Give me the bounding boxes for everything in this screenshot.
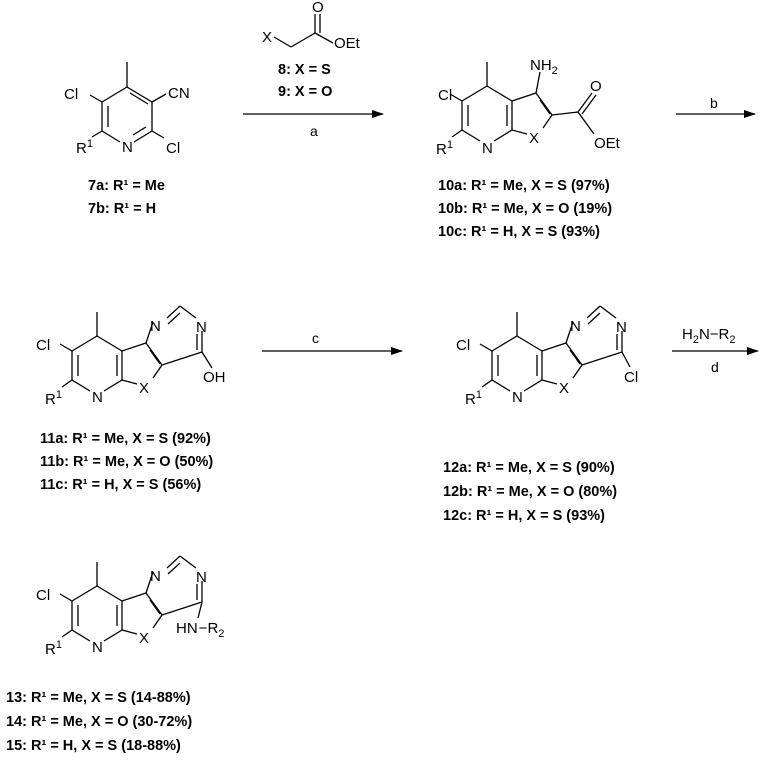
compound-10a-label: 10a: R¹ = Me, X = S (97%) xyxy=(438,178,610,194)
reagent-oet-label: OEt xyxy=(334,35,361,52)
reagent-8-label: 8: X = S xyxy=(278,62,331,78)
compound-11-structure: Cl N N OH N X R1 xyxy=(36,305,226,408)
c12-chloro-label: Cl xyxy=(456,337,470,354)
c11-chloro-label: Cl xyxy=(36,337,50,354)
c13-r1-label: R1 xyxy=(45,639,62,658)
compound-14-label: 14: R¹ = Me, X = O (30-72%) xyxy=(6,714,192,730)
c12-pyrimidine-n1-label: N xyxy=(570,318,581,335)
reagent-ester-structure: X O OEt xyxy=(262,0,361,52)
compound-11c-label: 11c: R¹ = H, X = S (56%) xyxy=(40,477,201,493)
c10-amino-label: NH2 xyxy=(530,57,558,77)
cyano-label: CN xyxy=(168,85,190,102)
c10-r1-label: R1 xyxy=(436,139,453,158)
c12-ring-nitrogen-label: N xyxy=(512,389,523,406)
compound-7-structure: CN Cl N Cl R1 xyxy=(64,62,190,157)
chloro-label-2: Cl xyxy=(166,140,180,157)
reagent-x-label: X xyxy=(262,29,272,46)
c12-x-label: X xyxy=(559,380,569,397)
c10-oet-label: OEt xyxy=(594,135,621,152)
compound-12c-label: 12c: R¹ = H, X = S (93%) xyxy=(443,508,605,524)
compound-15-label: 15: R¹ = H, X = S (18-88%) xyxy=(6,738,181,754)
c11-ring-nitrogen-label: N xyxy=(92,389,103,406)
c10-chloro-label: Cl xyxy=(438,87,452,104)
compound-11b-label: 11b: R¹ = Me, X = O (50%) xyxy=(40,454,213,470)
c12-chloro-label-2: Cl xyxy=(624,369,638,386)
c10-x-label: X xyxy=(529,130,539,147)
c13-amine-label: HN−R2 xyxy=(176,620,224,640)
c11-pyrimidine-n1-label: N xyxy=(150,318,161,335)
c13-ring-nitrogen-label: N xyxy=(92,639,103,656)
chloro-label: Cl xyxy=(64,86,78,103)
c12-pyrimidine-n2-label: N xyxy=(616,319,627,336)
reagent-9-label: 9: X = O xyxy=(278,84,332,100)
compound-12b-label: 12b: R¹ = Me, X = O (80%) xyxy=(443,484,617,500)
r1-label: R1 xyxy=(76,138,93,157)
c10-carbonyl-o-label: O xyxy=(590,78,602,95)
amine-reagent-label: H2N−R2 xyxy=(682,326,736,346)
c13-x-label: X xyxy=(139,630,149,647)
c13-pyrimidine-n1-label: N xyxy=(150,568,161,585)
c13-pyrimidine-n2-label: N xyxy=(196,569,207,586)
arrow-b-label: b xyxy=(710,95,718,111)
c11-pyrimidine-n2-label: N xyxy=(196,319,207,336)
c11-x-label: X xyxy=(139,380,149,397)
compound-13-label: 13: R¹ = Me, X = S (14-88%) xyxy=(6,690,191,706)
c11-r1-label: R1 xyxy=(45,389,62,408)
compound-12a-label: 12a: R¹ = Me, X = S (90%) xyxy=(443,460,615,476)
compound-7b-label: 7b: R¹ = H xyxy=(88,201,156,217)
compound-10b-label: 10b: R¹ = Me, X = O (19%) xyxy=(438,201,612,217)
compound-12-structure: Cl N N Cl N X R1 xyxy=(456,305,638,408)
compound-7a-label: 7a: R¹ = Me xyxy=(88,178,165,194)
c12-r1-label: R1 xyxy=(465,389,482,408)
compound-11a-label: 11a: R¹ = Me, X = S (92%) xyxy=(40,431,211,447)
arrow-a-label: a xyxy=(310,123,318,139)
arrow-c-label: c xyxy=(312,330,319,346)
c13-chloro-label: Cl xyxy=(36,587,50,604)
compound-10c-label: 10c: R¹ = H, X = S (93%) xyxy=(438,224,600,240)
c11-hydroxy-label: OH xyxy=(203,369,226,386)
ring-nitrogen-label: N xyxy=(122,139,133,156)
compound-10-structure: Cl NH2 O OEt N X R1 xyxy=(436,57,621,158)
arrow-d-label: d xyxy=(711,359,719,375)
reagent-carbonyl-o-label: O xyxy=(312,0,324,16)
compound-13-structure: Cl N N HN−R2 N X R1 xyxy=(36,555,224,658)
c10-ring-nitrogen-label: N xyxy=(482,140,493,157)
